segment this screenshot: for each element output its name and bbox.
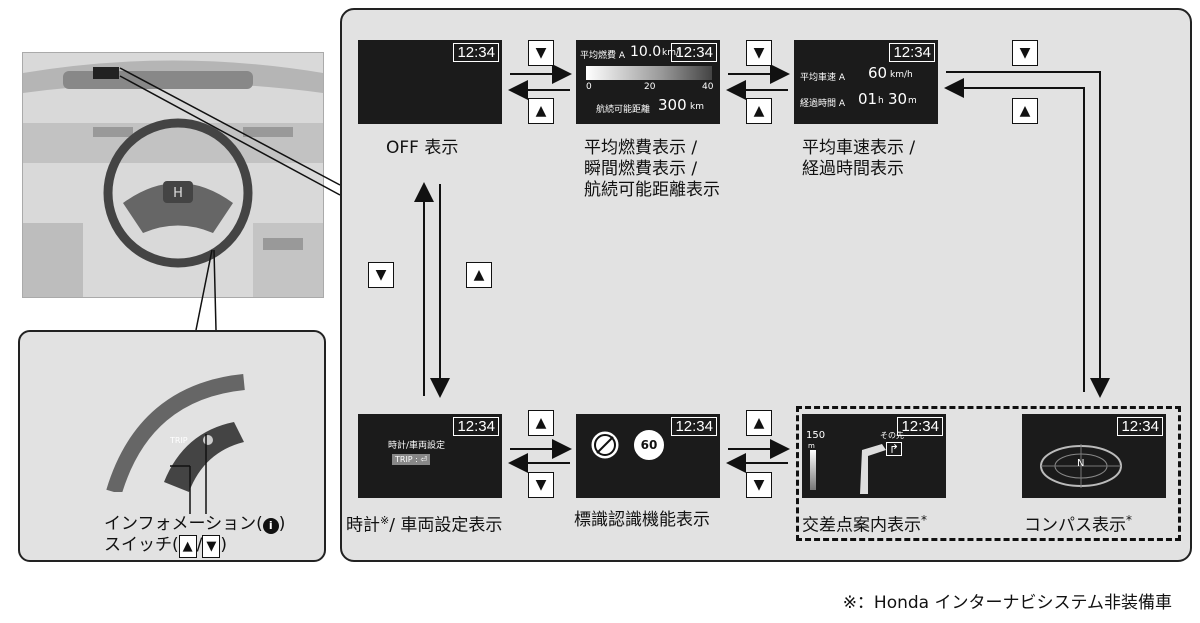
up-button-marker: ▲ [178,535,197,558]
fuel-label: 平均燃費表示 / 瞬間燃費表示 / 航続可能距離表示 [584,138,720,201]
speed-label: 平均車速表示 / 経過時間表示 [802,138,915,180]
clock-readout: 12:34 [1117,417,1163,436]
info-icon: i [262,518,279,534]
clock-settings-label: 時計※/ 車両設定表示 [346,510,502,537]
down-button-marker: ▼ [1012,40,1038,66]
avg-fuel-label: 平均燃費 A [580,51,626,61]
down-button-marker: ▼ [746,472,772,498]
distance-value: 150 [806,430,826,441]
speed-limit-sign: 60 [634,430,664,460]
no-overtaking-sign-icon [591,431,619,459]
clock-readout: 12:34 [671,43,717,62]
turn-guidance-screen: 12:34 150 m その先 ↱ [802,414,946,498]
asterisk-mark: * [1126,513,1132,527]
footnote: ※：Honda インターナビシステム非装備車 [842,593,1172,613]
switch-caption-line1: インフォメーション(i) [104,514,285,535]
hours-unit: h [878,96,884,106]
label-line: 瞬間燃費表示 / [584,159,698,179]
clock-readout: 12:34 [897,417,943,436]
intersection-arrow-icon [860,444,886,494]
up-button-marker: ▲ [1012,98,1038,124]
off-screen: 12:34 [358,40,502,124]
clock-readout: 12:34 [453,43,499,62]
clock-readout: 12:34 [671,417,717,436]
mid-display [93,67,119,79]
minutes-unit: m [908,96,917,106]
label-text: コンパス表示 [1024,515,1126,536]
dashboard-illustration: H [23,53,323,297]
fuel-screen: 12:34 平均燃費 A 10.0 km/l 0 20 40 航続可能距離 30… [576,40,720,124]
label-line: 平均車速表示 / [802,138,916,158]
switch-caption-line2: スイッチ(▲/▼) [104,535,285,558]
clock-readout: 12:34 [453,417,499,436]
sign-screen: 12:34 60 [576,414,720,498]
label-text: 交差点案内表示 [802,515,921,536]
settings-title: 時計/車両設定 [388,441,446,451]
elapsed-minutes: 30 [888,90,908,108]
elapsed-hours: 01 [858,90,878,108]
avg-speed-label: 平均車速 A [800,73,846,83]
label-text: ) [220,535,228,555]
navi-dependent-group [796,406,1181,541]
speed-limit-value: 60 [640,438,658,452]
avg-speed-unit: km/h [890,70,913,80]
avg-fuel-value: 10.0 [630,44,662,60]
asterisk-mark: * [921,513,927,527]
trip-hint: TRIP : ⏎ [392,454,431,465]
down-button-marker: ▼ [368,262,394,288]
range-label: 航続可能距離 [596,105,651,115]
clock-readout: 12:34 [889,43,935,62]
compass-screen: 12:34 N [1022,414,1166,498]
north-marker: N [1077,458,1085,469]
svg-text:H: H [173,186,183,201]
up-button-marker: ▲ [746,98,772,124]
speed-screen: 12:34 平均車速 A 60 km/h 経過時間 A 01 h 30 m [794,40,938,124]
up-button-marker: ▲ [528,410,554,436]
sign-label: 標識認識機能表示 [574,510,710,530]
scale-tick: 40 [702,82,714,92]
trip-tag: TRIP [170,436,188,445]
down-button-marker: ▼ [746,40,772,66]
up-button-marker: ▲ [466,262,492,288]
next-turn-label: その先 [880,431,904,440]
compass-icon [1040,444,1122,488]
down-button-marker: ▼ [528,472,554,498]
avg-speed-value: 60 [868,64,888,82]
down-button-marker: ▼ [202,535,221,558]
distance-unit: m [808,442,815,450]
range-value: 300 [658,96,687,114]
label-text: / 車両設定表示 [389,515,503,536]
footnote-mark: ※ [380,514,390,527]
down-button-marker: ▼ [528,40,554,66]
distance-bar [810,450,816,490]
clock-settings-screen: 12:34 時計/車両設定 TRIP : ⏎ [358,414,502,498]
up-button-marker: ▲ [528,98,554,124]
label-line: 航続可能距離表示 [584,180,720,200]
label-text: インフォメーション( [104,514,263,534]
next-turn-icon: ↱ [886,442,903,456]
up-button-marker: ▲ [746,410,772,436]
switch-caption: インフォメーション(i) スイッチ(▲/▼) [104,514,285,558]
range-unit: km [690,102,704,112]
instant-fuel-bar [586,66,712,80]
elapsed-label: 経過時間 A [800,99,846,109]
label-text: ) [278,514,286,534]
label-text: スイッチ( [104,535,179,555]
compass-label: コンパス表示* [1024,510,1132,537]
scale-tick: 20 [644,82,656,92]
turn-guidance-label: 交差点案内表示* [802,510,927,537]
switch-leaders [170,434,207,514]
switch-callout: TRIP インフォメーション(i) スイッチ(▲/▼) [18,330,326,562]
label-line: 経過時間表示 [802,159,904,179]
off-label: OFF 表示 [386,138,459,158]
scale-tick: 0 [586,82,592,92]
label-line: 平均燃費表示 / [584,138,698,158]
label-text: 時計 [346,515,380,536]
label-text: / [196,535,203,555]
avg-fuel-unit: km/l [662,48,682,58]
dashboard-photo: H [22,52,324,298]
